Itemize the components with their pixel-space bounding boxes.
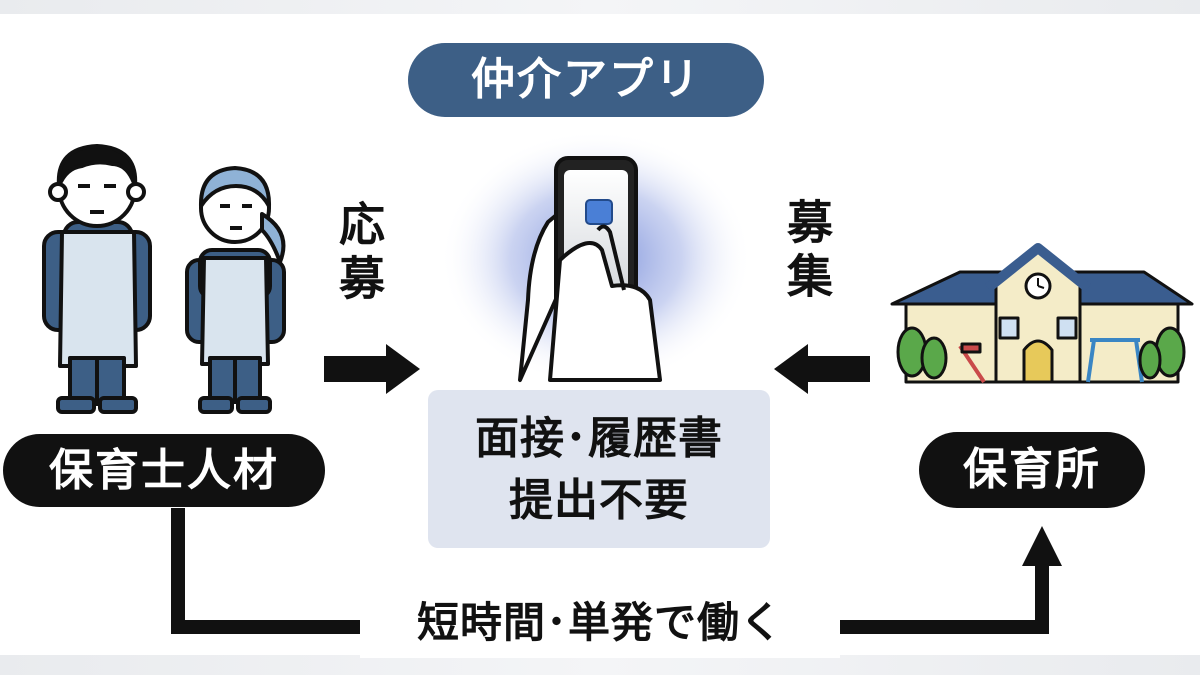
childcare-staff-label: 保育士人材 (3, 434, 325, 507)
left-to-app-arrow (324, 344, 420, 394)
bottom-edge-strip (0, 655, 1200, 675)
nursery-to-app-arrow (774, 344, 870, 394)
info-line-1: 面接･履歴書 (475, 413, 723, 464)
recruit-label: 募集 (780, 198, 834, 306)
bottom-flow-label: 短時間･単発で働く (360, 588, 840, 658)
female-worker-icon (185, 166, 286, 414)
apply-label: 応募 (332, 200, 386, 308)
nursery-building-icon (890, 243, 1194, 384)
info-box: 面接･履歴書 提出不要 (428, 390, 770, 548)
bottom-flow-arrowhead (1022, 526, 1062, 566)
info-line-2: 提出不要 (509, 475, 689, 526)
male-worker-icon (42, 144, 152, 414)
top-edge-strip (0, 0, 1200, 14)
nursery-label: 保育所 (919, 432, 1145, 508)
phone-in-hand-icon (518, 156, 662, 382)
app-label-pill: 仲介アプリ (408, 43, 764, 117)
